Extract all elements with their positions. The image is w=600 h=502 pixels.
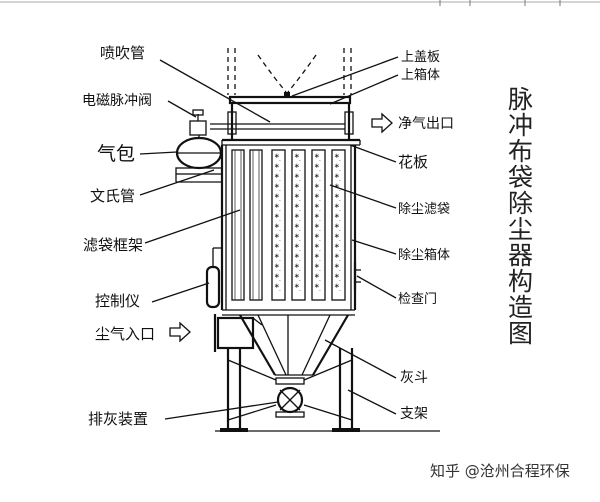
label-nozzle-pipe: 喷吹管 [100, 44, 145, 62]
title-char: 器 [508, 241, 533, 270]
label-inspection-door: 检查门 [398, 292, 437, 307]
label-support: 支架 [400, 406, 428, 422]
dust-inlet-arrow [170, 323, 190, 341]
label-controller: 控制仪 [95, 292, 140, 310]
controller-shape [207, 248, 222, 307]
label-upper-box: 上箱体 [401, 67, 440, 83]
label-dust-inlet: 尘气入口 [95, 325, 155, 343]
nozzle-pipe-shape [210, 124, 345, 129]
label-ash-discharge: 排灰装置 [88, 410, 148, 428]
label-tube-sheet: 花板 [398, 153, 428, 171]
hopper-shape [240, 315, 348, 375]
title-char: 脉 [508, 85, 533, 114]
title-char: 除 [508, 189, 533, 218]
air-bag-assembly [176, 110, 222, 182]
title-char: 布 [508, 137, 533, 166]
bag-dust-dot: · [339, 288, 341, 295]
bag-dust-dot: · [299, 288, 301, 295]
filter-bags: ∗·∗·∗·∗·∗·∗·∗·∗·∗·∗·∗·∗·∗·∗·∗·∗·∗·∗·∗·∗·… [272, 150, 345, 300]
scan-border [0, 0, 600, 6]
leader-lines-left [140, 60, 278, 419]
title-char: 冲 [508, 111, 533, 140]
dust-inlet-shape [215, 314, 262, 352]
bag-frames [232, 150, 262, 300]
upper-box-body [228, 92, 353, 140]
label-filter-bag: 除尘滤袋 [398, 202, 450, 217]
bag-dust-dot: · [319, 288, 321, 295]
title-char: 尘 [508, 215, 533, 244]
title-char: 造 [508, 293, 533, 322]
label-top-cover: 上盖板 [401, 50, 440, 65]
clean-outlet-arrow [372, 114, 392, 132]
ash-discharge-shape [276, 378, 304, 417]
label-dust-box: 除尘箱体 [398, 247, 450, 263]
label-venturi: 文氏管 [90, 187, 135, 205]
title-char: 袋 [508, 163, 533, 192]
label-bag-frame: 滤袋框架 [83, 236, 143, 254]
top-cover-knob [284, 92, 290, 97]
bag-dust-dot: · [279, 288, 281, 295]
label-clean-outlet: 净气出口 [398, 116, 454, 132]
upper-dashed-outline [228, 48, 351, 95]
tube-sheet-shape [222, 140, 360, 145]
label-hopper: 灰斗 [400, 370, 428, 386]
title-char: 构 [508, 267, 533, 296]
vertical-title: 脉 冲 布 袋 除 尘 器 构 造 图 [508, 85, 533, 348]
label-pulse-valve: 电磁脉冲阀 [82, 93, 152, 109]
title-char: 图 [508, 319, 533, 348]
watermark: 知乎 @沧州合程环保 [430, 462, 570, 480]
label-air-bag: 气包 [97, 143, 135, 165]
